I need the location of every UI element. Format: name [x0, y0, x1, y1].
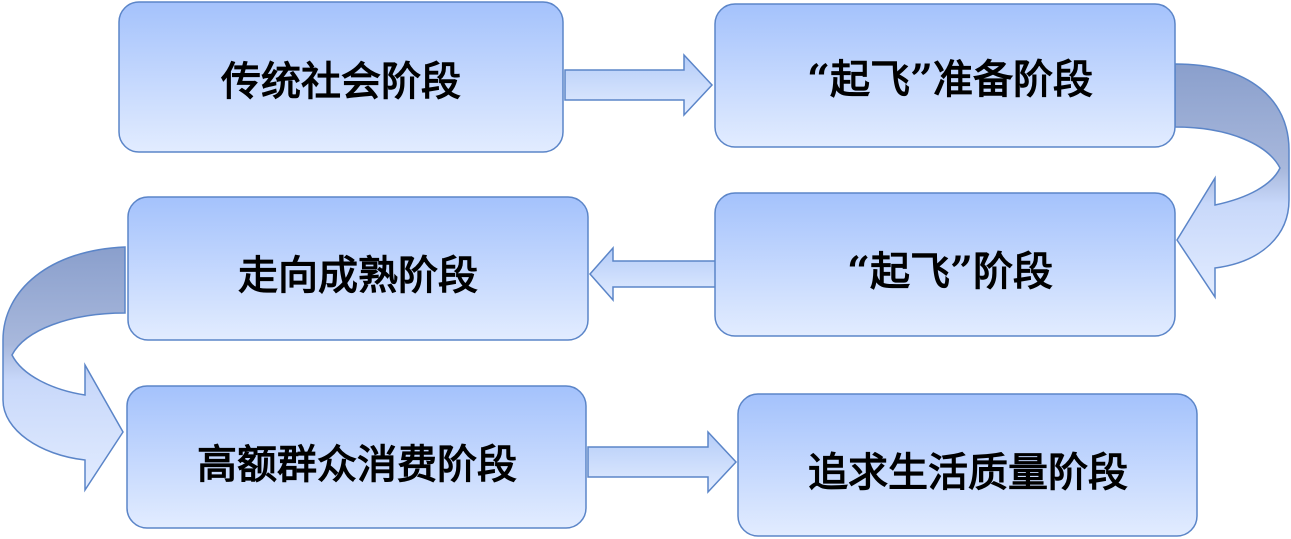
stage-label: “起飞”阶段 [847, 248, 1053, 295]
stage-box-1: 传统社会阶段 [118, 1, 564, 153]
stage-label: “起飞”准备阶段 [807, 56, 1093, 103]
stage-box-2: “起飞”准备阶段 [714, 3, 1176, 148]
curved-arrow-right [1174, 63, 1290, 300]
stage-box-4: 走向成熟阶段 [127, 196, 589, 341]
stage-box-3: “起飞”阶段 [714, 192, 1176, 337]
stage-box-5: 高额群众消费阶段 [126, 385, 587, 529]
arrow-left-2 [588, 246, 717, 302]
curved-arrow-left [2, 246, 126, 493]
stage-label: 追求生活质量阶段 [808, 449, 1128, 496]
stage-label: 高额群众消费阶段 [197, 441, 517, 488]
arrow-right-1 [564, 53, 714, 117]
stage-box-6: 追求生活质量阶段 [737, 393, 1198, 537]
stage-label: 传统社会阶段 [220, 58, 461, 105]
arrow-right-3 [587, 430, 738, 494]
stage-label: 走向成熟阶段 [238, 252, 478, 299]
